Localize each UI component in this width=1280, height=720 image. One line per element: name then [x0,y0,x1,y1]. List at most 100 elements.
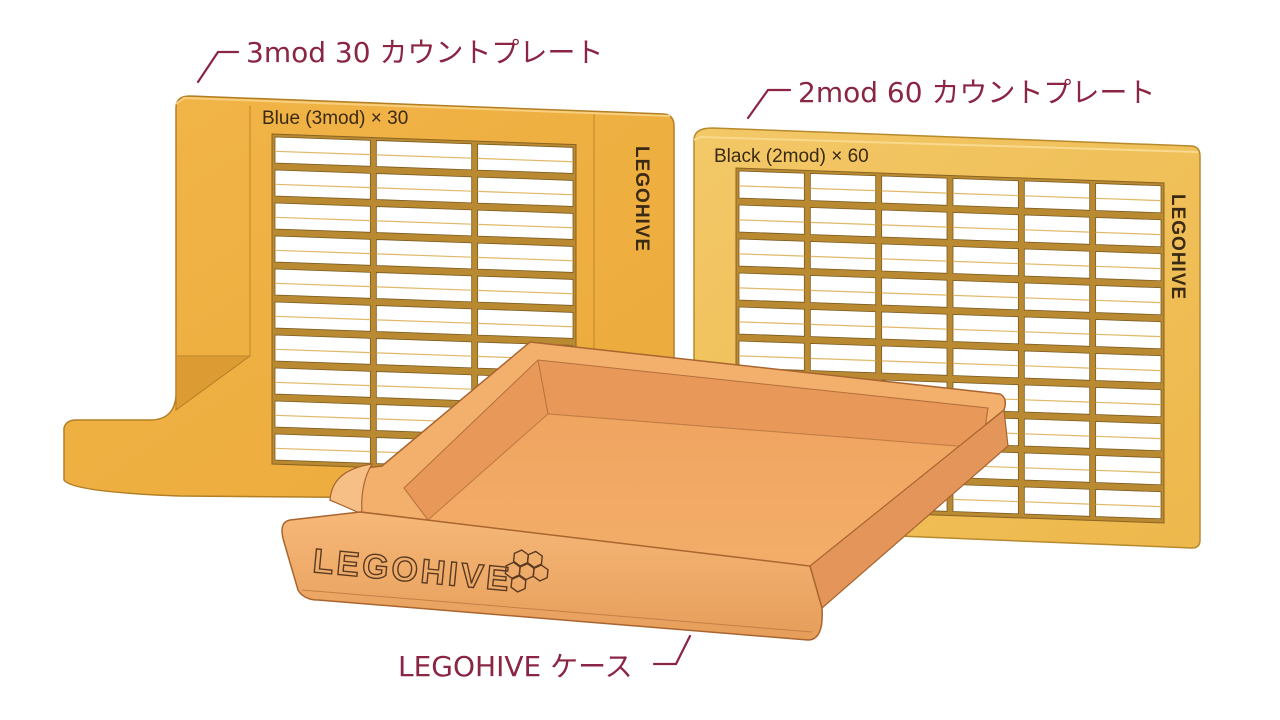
plate-2mod-slot-ledge [1095,231,1162,236]
plate-2mod-slot-ledge [1095,401,1162,406]
plate-2mod-slot [1023,418,1091,449]
plate-2mod-slot-ledge [1024,331,1090,335]
plate-2mod-slot [952,280,1019,311]
plate-2mod-slot [809,343,877,374]
plate-2mod-slot-ledge [881,258,948,262]
plate-2mod-slot [1023,486,1091,517]
plate-2mod-slot [738,306,805,337]
plate-2mod-slot [738,238,805,269]
plate-2mod-slot-ledge [1024,501,1090,505]
plate-2mod-slot [809,207,877,238]
plate-3mod-slot [274,433,371,464]
plate-2mod-slot-ledge [738,219,805,223]
plate-3mod-slot-ledge [274,282,371,288]
plate-3mod-slot-ledge [274,183,371,189]
plate-3mod-slot-ledge [274,348,371,354]
plate-3mod-slot [274,334,371,365]
plate-3mod-slot-ledge [274,150,371,156]
plate-2mod-slot [952,314,1019,345]
plate-2mod-slot [952,246,1019,277]
plate-3mod-slot-ledge [376,154,472,159]
plate-2mod-slot [881,243,948,274]
callout-case-label: LEGOHIVE ケース [398,650,633,683]
plate-2mod-slot [881,175,948,206]
plate-2mod-slot-ledge [952,362,1019,367]
plate-2mod-slot-ledge [810,323,876,328]
plate-2mod-slot-ledge [881,292,948,296]
plate-2mod-slot-ledge [1024,433,1090,437]
plate-2mod-slot [1095,455,1162,486]
plate-3mod-slot-ledge [477,223,574,229]
plate-2mod-slot-ledge [952,260,1019,265]
plate-2mod-slot-ledge [952,226,1019,231]
plate-3mod-slot [274,235,371,266]
plate-3mod-slot-ledge [376,253,472,258]
plate-2mod-slot-ledge [1095,299,1162,304]
plate-3mod-slot-ledge [376,319,472,324]
plate-3mod-slot [274,301,371,332]
plate-2mod-slot-ledge [1095,469,1162,474]
plate-2mod-slot [1023,384,1091,415]
plate-2mod-slot-ledge [1095,197,1162,202]
plate-3mod-slot-ledge [274,249,371,255]
plate-3mod-slot [375,140,473,171]
plate-2mod-slot [738,204,805,235]
plate-3mod-slot [477,143,574,174]
honeycomb-icon [504,549,549,593]
plate-2mod-slot-ledge [810,255,876,260]
plate-2mod-slot [1095,353,1162,384]
plate-2mod-slot [1095,421,1162,452]
plate-2mod-slot [881,209,948,240]
plate-2mod-slot [1095,183,1162,214]
plate-2mod-slot [881,311,948,342]
plate-3mod-slot [375,239,473,270]
callout-plate-3mod-leader [196,50,240,84]
plate-2mod-slot-ledge [810,221,876,226]
plate-2mod-slot [1023,452,1091,483]
plate-2mod-slot-ledge [881,190,948,194]
plate-2mod-slot-ledge [1024,195,1090,199]
plate-3mod-slot-ledge [477,289,574,295]
plate-2mod-slot [952,348,1019,379]
plate-2mod-slot [1095,319,1162,350]
plate-3mod-slot-ledge [274,414,371,420]
plate-3mod-slot-ledge [376,286,472,291]
plate-3mod-slot-ledge [477,322,574,328]
plate-2mod-brand: LEGOHIVE [1167,194,1188,300]
plate-2mod-slot [1095,387,1162,418]
plate-3mod-slot-ledge [376,385,472,390]
plate-2mod-slot-ledge [738,185,805,189]
plate-2mod-slot-ledge [1095,333,1162,338]
plate-3mod-slot-ledge [376,352,472,357]
plate-3mod-slot-ledge [274,315,371,321]
case-left-lip [329,463,374,515]
plate-3mod-slot [274,400,371,431]
plate-2mod-slot-ledge [1024,467,1090,471]
plate-3mod-slot [274,367,371,398]
plate-2mod-slot-ledge [1024,365,1090,369]
plate-2mod-slot [1023,282,1091,313]
plate-2mod-slot-ledge [1024,297,1090,301]
plate-2mod-slot-ledge [1095,503,1162,508]
callout-plate-3mod-label: 3mod 30 カウントプレート [246,36,603,69]
plate-2mod-slot-ledge [952,294,1019,299]
plate-2mod-title: Black (2mod) × 60 [714,146,869,167]
plate-2mod-slot-ledge [1095,367,1162,372]
plate-2mod-slot [809,275,877,306]
plate-3mod-slot [477,308,574,339]
plate-3mod-slot [375,338,473,369]
plate-2mod-slot-ledge [810,289,876,294]
plate-2mod-slot [952,484,1019,515]
plate-3mod-slot [477,242,574,273]
plate-3mod-slot [274,136,371,167]
plate-2mod-slot [1023,214,1091,245]
plate-3mod-slot [477,275,574,306]
plate-2mod-slot-ledge [1095,265,1162,270]
plate-2mod-slot [952,178,1019,209]
callout-plate-2mod: 2mod 60 カウントプレート [746,76,1155,120]
callout-case-leader [652,634,692,666]
callout-plate-2mod-label: 2mod 60 カウントプレート [798,76,1155,109]
plate-2mod-slot [1023,350,1091,381]
plate-2mod-slot [809,241,877,272]
plate-3mod-slot-ledge [274,381,371,387]
